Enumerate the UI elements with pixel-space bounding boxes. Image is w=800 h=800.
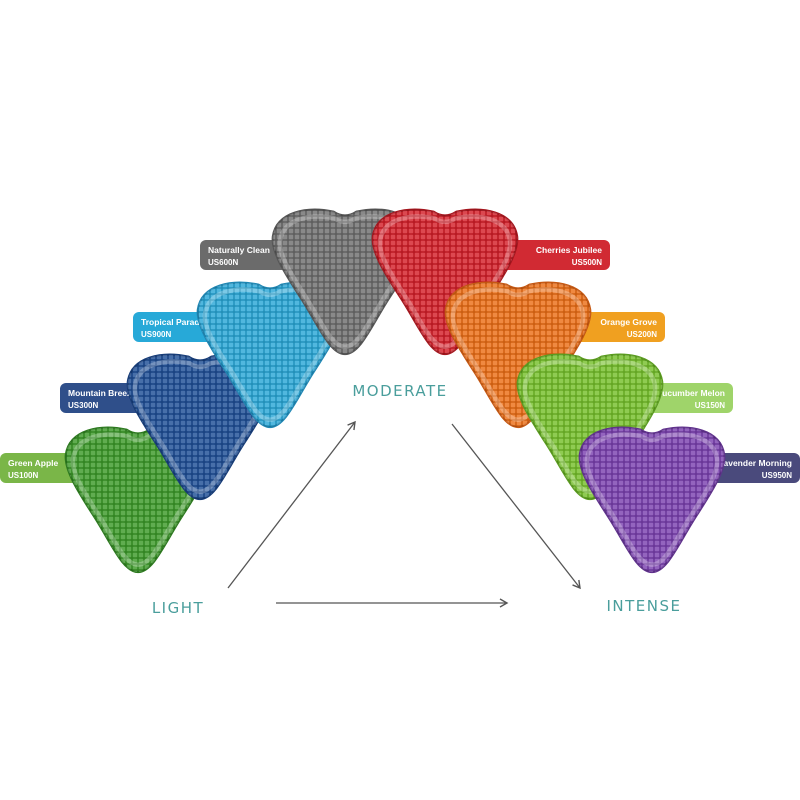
intensity-arrows: [227, 420, 581, 608]
screen-orange-grove: [444, 281, 592, 429]
product-code: US100N: [8, 471, 38, 480]
screen-tropical-paradise: [196, 281, 344, 429]
product-code: US900N: [141, 330, 171, 339]
product-code: US500N: [572, 258, 602, 267]
product-name: Mountain Breeze: [68, 388, 136, 398]
intensity-levels: LIGHT MODERATE INTENSE: [152, 382, 681, 617]
product-code: US300N: [68, 401, 98, 410]
arrow-light-to-moderate: [227, 420, 356, 589]
screen-rim: [277, 214, 413, 349]
screen-mesh: [579, 427, 725, 573]
product-code: US950N: [762, 471, 792, 480]
product-name: Cucumber Melon: [656, 388, 725, 398]
product-code: US150N: [695, 401, 725, 410]
product-name: Orange Grove: [600, 317, 657, 327]
level-intense: INTENSE: [606, 597, 681, 615]
screen-lavender-morning: [578, 426, 726, 574]
urinal-screens: [64, 208, 726, 574]
screen-mesh: [127, 354, 273, 500]
product-name: Tropical Paradise: [141, 317, 212, 327]
screen-mesh: [372, 209, 518, 355]
screen-rim: [584, 432, 720, 567]
screen-rim: [202, 287, 338, 422]
screen-mesh: [445, 282, 591, 428]
level-light: LIGHT: [152, 599, 204, 617]
product-name: Cherries Jubilee: [536, 245, 602, 255]
screen-mesh: [197, 282, 343, 428]
product-code: US200N: [627, 330, 657, 339]
product-name: Lavender Morning: [718, 458, 792, 468]
product-code: US600N: [208, 258, 238, 267]
product-name: Green Apple: [8, 458, 58, 468]
level-moderate: MODERATE: [352, 382, 447, 400]
screen-mesh: [517, 354, 663, 500]
arrow-moderate-to-intense: [451, 423, 581, 590]
product-name: Naturally Clean: [208, 245, 270, 255]
